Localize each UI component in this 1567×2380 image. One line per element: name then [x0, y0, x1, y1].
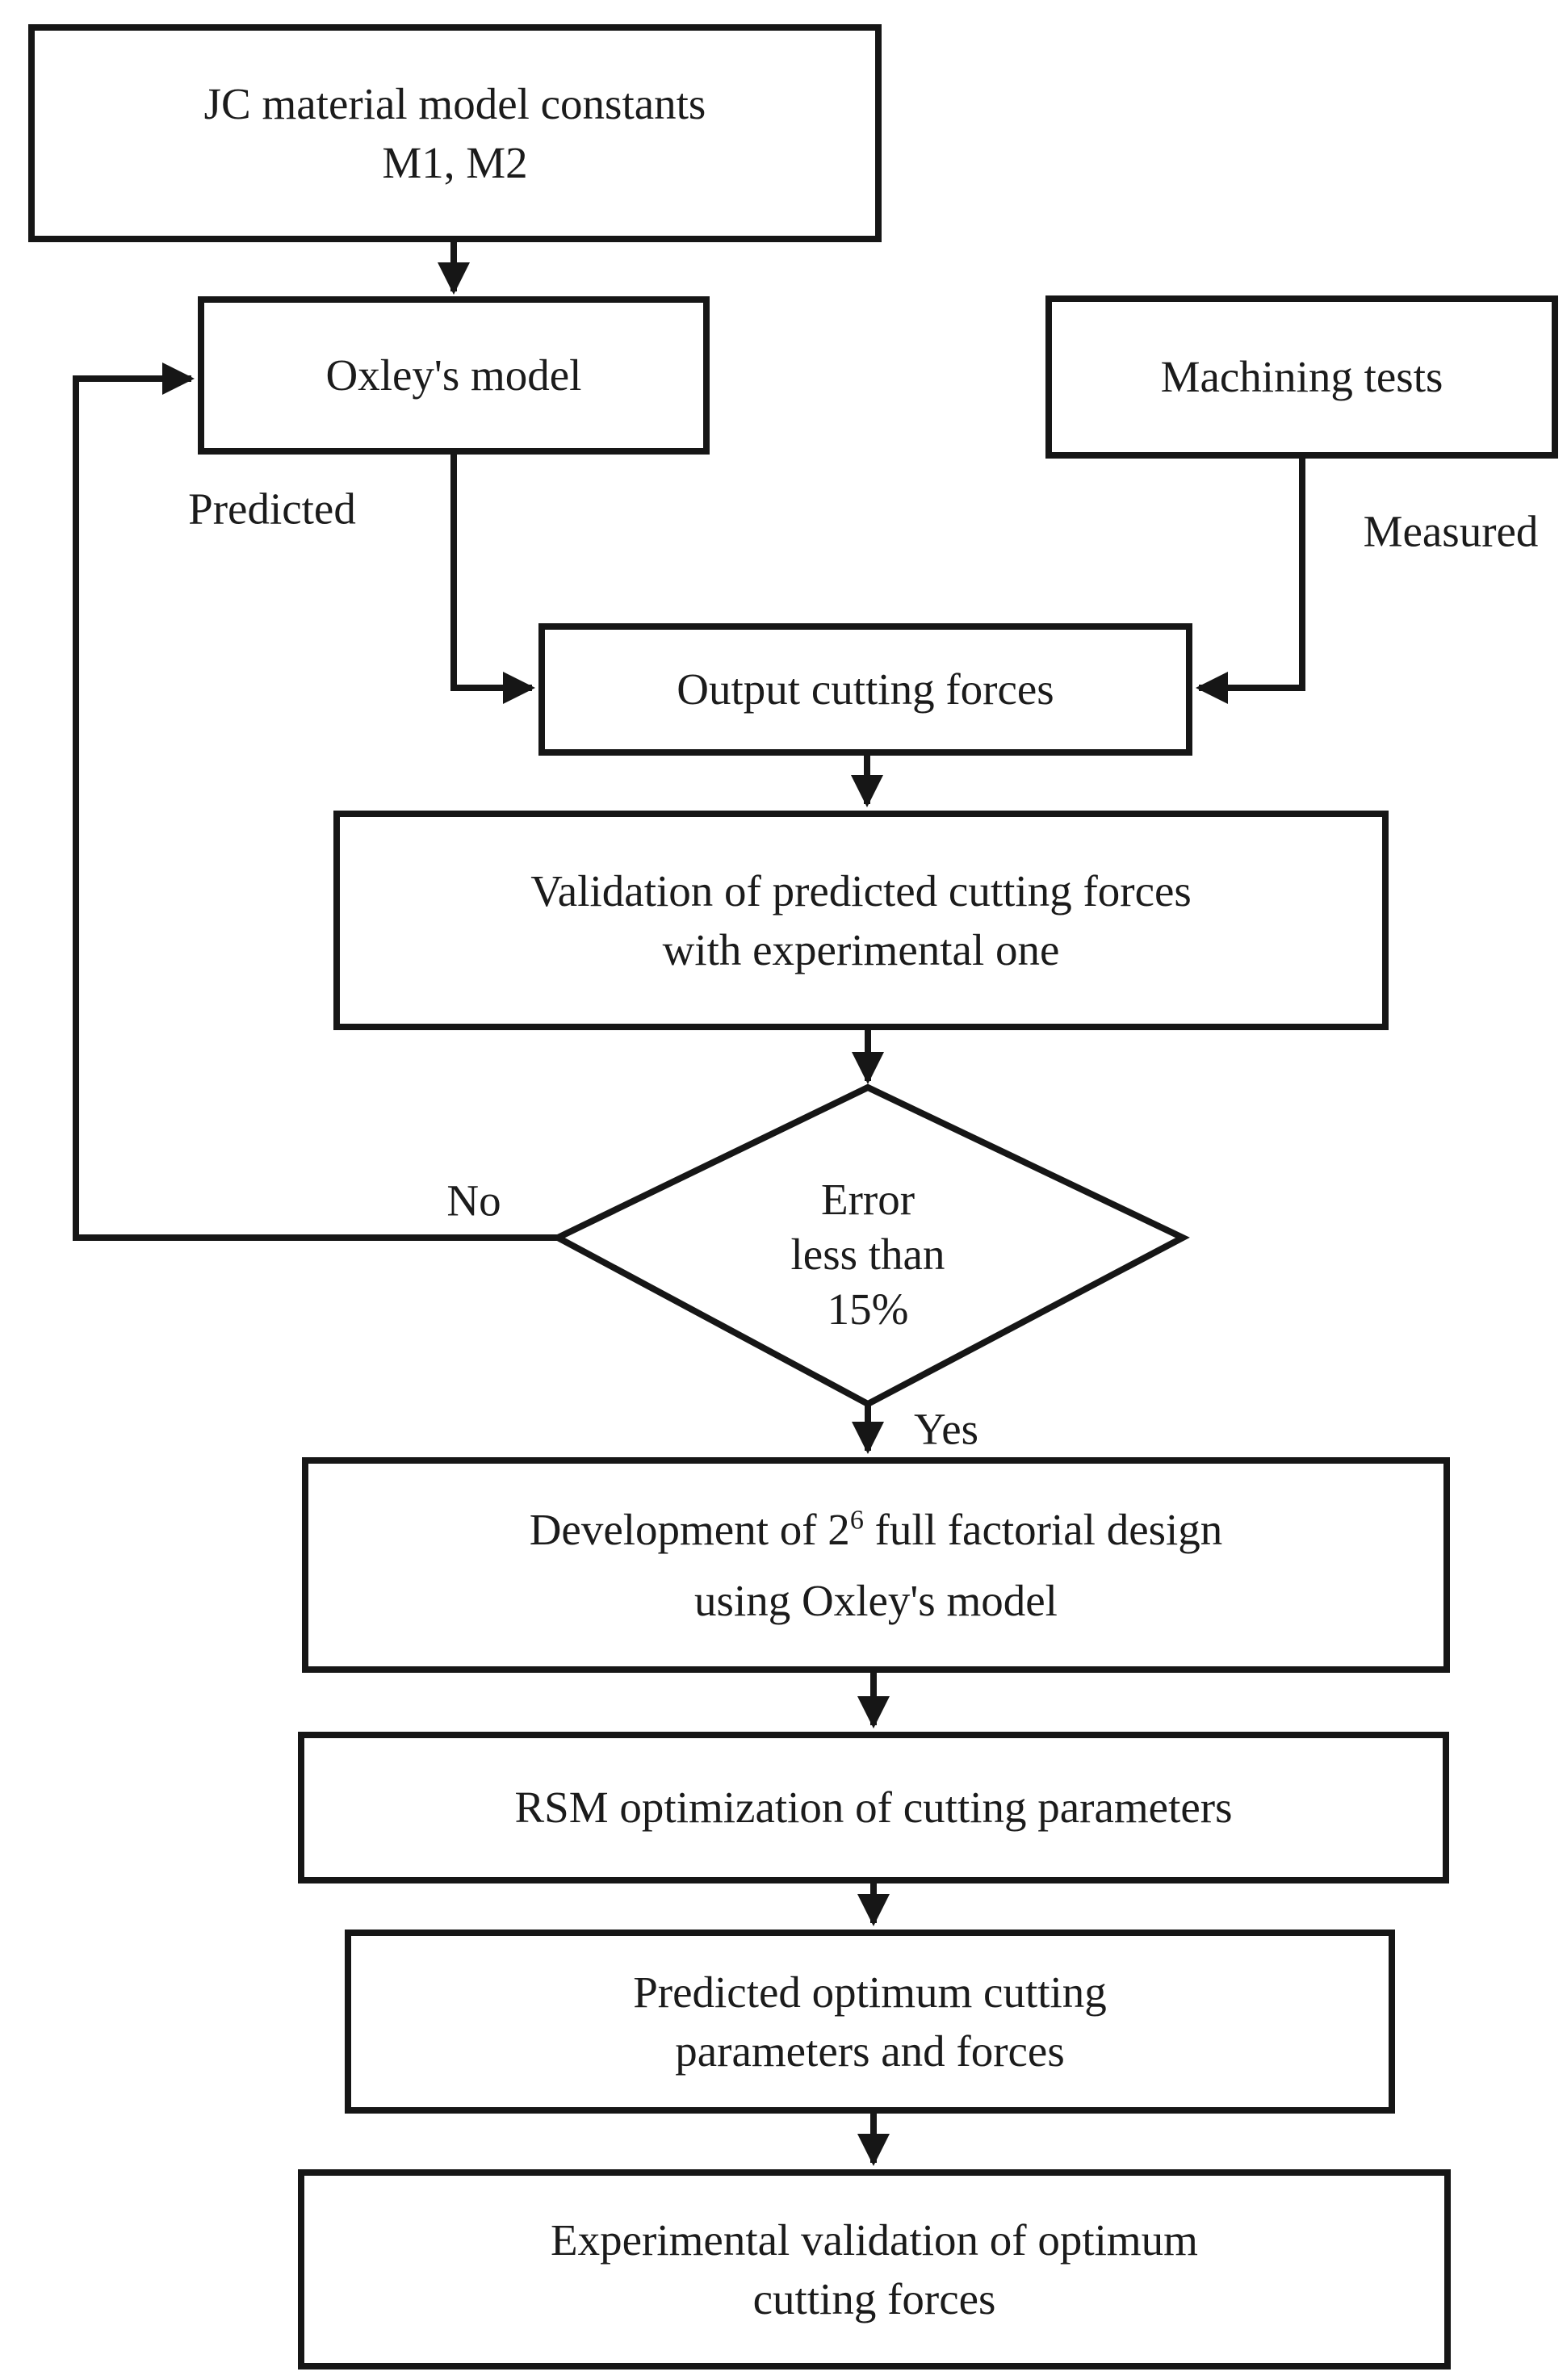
node-predicted-optimum: Predicted optimum cutting parameters and…: [345, 1930, 1395, 2114]
label-measured: Measured: [1363, 506, 1539, 556]
node-oxley-model: Oxley's model: [198, 296, 710, 455]
node-machining-tests: Machining tests: [1045, 295, 1558, 459]
node-jc-line2: M1, M2: [382, 138, 528, 187]
node-development-line1-post: full factorial design: [863, 1504, 1223, 1554]
decision-error-text: Error less than 15%: [626, 1172, 1110, 1338]
node-validation-line2: with experimental one: [662, 925, 1060, 974]
decision-diamond-shape: [551, 1083, 1190, 1408]
edge-oxley-to-output: [450, 455, 535, 704]
decision-line2: less than: [790, 1230, 945, 1280]
node-experimental-validation: Experimental validation of optimum cutti…: [298, 2169, 1451, 2370]
edge-machining-to-output: [1196, 459, 1305, 704]
node-predicted-optimum-line2: parameters and forces: [675, 2026, 1065, 2076]
label-no: No: [446, 1175, 501, 1226]
node-predicted-optimum-line1: Predicted optimum cutting: [633, 1967, 1107, 2017]
node-jc-line1: JC material model constants: [203, 78, 706, 128]
label-predicted: Predicted: [188, 484, 356, 534]
node-development-exponent: 6: [849, 1505, 864, 1536]
node-output-cutting-forces: Output cutting forces: [538, 623, 1192, 756]
node-validation: Validation of predicted cutting forces w…: [333, 811, 1389, 1030]
node-oxley-label: Oxley's model: [325, 350, 582, 400]
node-experimental-line1: Experimental validation of optimum: [551, 2214, 1198, 2265]
label-yes: Yes: [913, 1404, 979, 1454]
node-validation-line1: Validation of predicted cutting forces: [530, 865, 1192, 916]
node-machining-label: Machining tests: [1160, 352, 1443, 402]
node-development-line1: Development of 26 full factorial design: [530, 1494, 1223, 1565]
node-rsm-label: RSM optimization of cutting parameters: [514, 1783, 1233, 1833]
node-experimental-line2: cutting forces: [752, 2274, 996, 2323]
node-rsm-optimization: RSM optimization of cutting parameters: [298, 1732, 1449, 1883]
node-output-label: Output cutting forces: [677, 664, 1054, 714]
node-jc-material-constants: JC material model constants M1, M2: [28, 24, 882, 242]
node-development-line1-pre: Development of 2: [529, 1504, 850, 1554]
decision-line3: 15%: [827, 1284, 909, 1335]
node-development-line2: using Oxley's model: [694, 1575, 1058, 1625]
edge-decision-no-loop: [73, 362, 558, 1241]
decision-line1: Error: [820, 1175, 915, 1224]
node-factorial-design: Development of 26 full factorial design …: [302, 1457, 1450, 1673]
